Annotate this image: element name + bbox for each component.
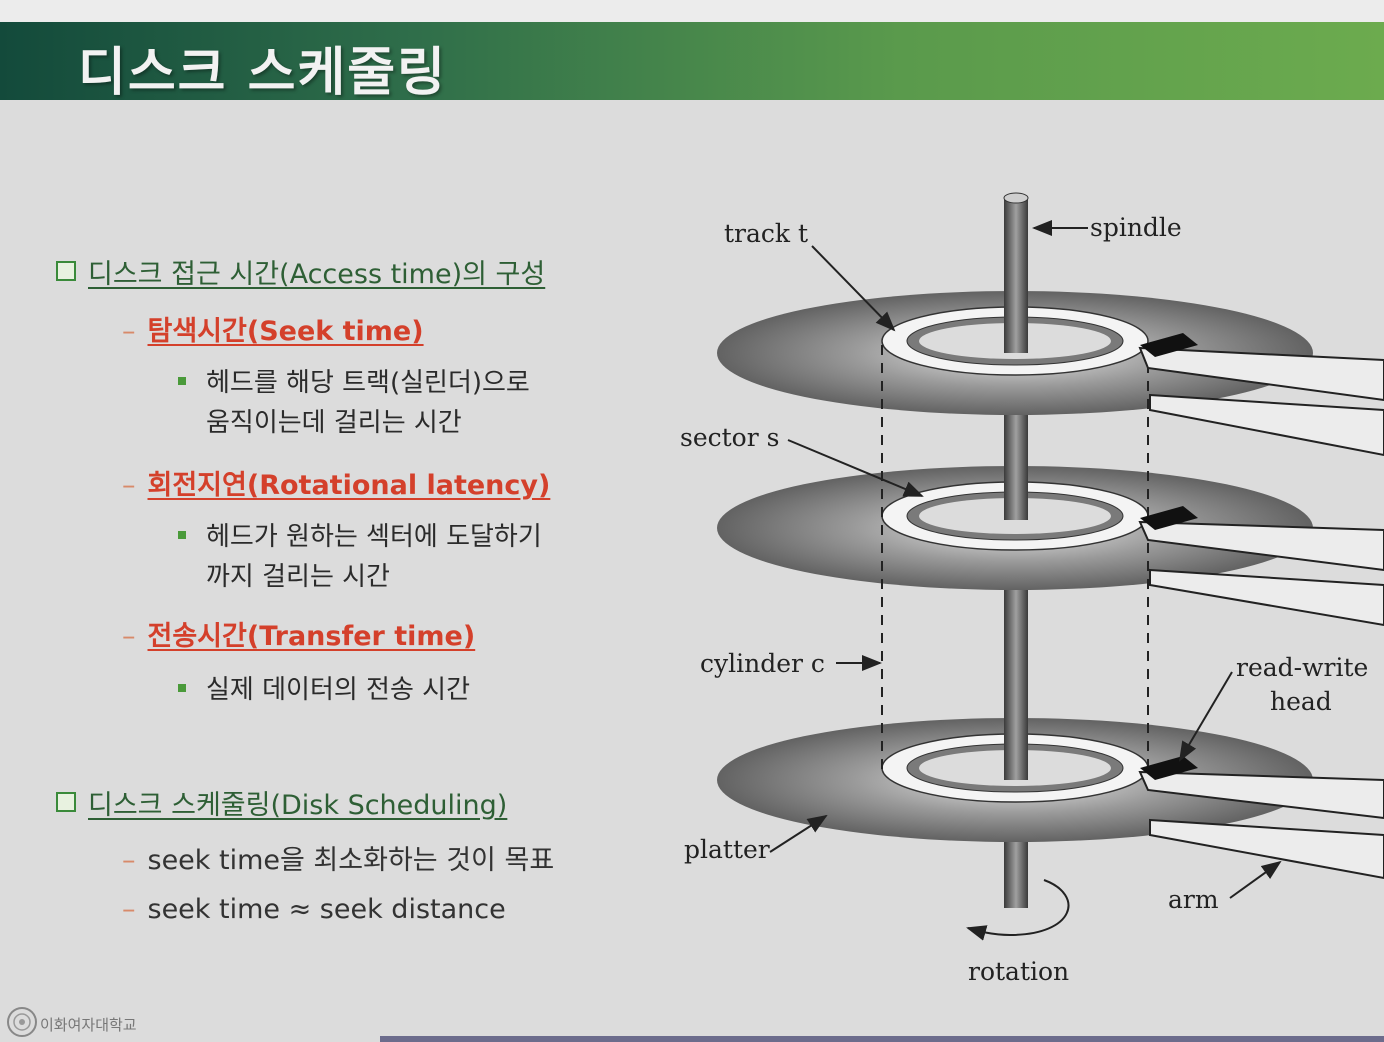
dash-bullet-icon: –	[122, 470, 136, 501]
platter-arrow-icon	[769, 814, 828, 853]
spindle-upper-mid	[1004, 400, 1028, 520]
sched-goal-text: seek time을 최소화하는 것이 목표	[147, 845, 555, 876]
disk-scheduling-text: 디스크 스케줄링(Disk Scheduling)	[88, 790, 508, 821]
square-bullet-icon	[56, 261, 76, 281]
footer: 이화여자대학교	[0, 1004, 400, 1042]
rot-desc-line2: 까지 걸리는 시간	[206, 562, 390, 592]
track-arrow-icon	[811, 245, 896, 332]
rotational-latency-heading: –회전지연(Rotational latency)	[122, 463, 550, 502]
seek-time-desc: 헤드를 해당 트랙(실린더)으로 움직이는데 걸리는 시간	[178, 363, 530, 443]
green-bullet-icon	[178, 377, 186, 385]
top-strip	[0, 0, 1384, 22]
rotation-label: rotation	[968, 957, 1069, 986]
head-arrow-icon	[1178, 671, 1233, 762]
spindle-mid	[1004, 570, 1028, 780]
sector-label: sector s	[680, 423, 779, 452]
arm-label: arm	[1168, 885, 1219, 914]
read-write-label-line2: head	[1270, 687, 1332, 716]
read-write-label-line1: read-write	[1236, 653, 1368, 682]
arm-arrow-icon	[1229, 860, 1282, 899]
spindle-label: spindle	[1090, 213, 1182, 242]
university-seal-icon	[7, 1007, 37, 1037]
access-time-text: 디스크 접근 시간(Access time)의 구성	[88, 259, 546, 290]
seek-desc-line1: 헤드를 해당 트랙(실린더)으로	[206, 368, 530, 398]
slide-text: 디스크 접근 시간(Access time)의 구성 –탐색시간(Seek ti…	[0, 0, 680, 1042]
transfer-desc-line: 실제 데이터의 전송 시간	[206, 675, 470, 705]
bottom-line	[380, 1036, 1384, 1042]
rotation-arrow-icon	[966, 879, 1070, 941]
dash-bullet-icon: –	[122, 845, 136, 876]
green-bullet-icon	[178, 684, 186, 692]
seek-desc-line2: 움직이는데 걸리는 시간	[206, 408, 462, 438]
seek-time-text: 탐색시간(Seek time)	[147, 316, 424, 347]
spindle-top	[1004, 198, 1028, 353]
dash-bullet-icon: –	[122, 894, 136, 925]
rotational-latency-desc: 헤드가 원하는 섹터에 도달하기 까지 걸리는 시간	[178, 517, 542, 597]
sched-goal: –seek time을 최소화하는 것이 목표	[122, 838, 554, 877]
title-bar: 디스크 스케줄링	[0, 22, 1384, 103]
dash-bullet-icon: –	[122, 621, 136, 652]
sched-seek-distance: –seek time ≈ seek distance	[122, 894, 506, 925]
dash-bullet-icon: –	[122, 316, 136, 347]
transfer-time-heading: –전송시간(Transfer time)	[122, 614, 475, 653]
square-bullet-icon	[56, 792, 76, 812]
rot-desc-line1: 헤드가 원하는 섹터에 도달하기	[206, 522, 542, 552]
access-time-heading: 디스크 접근 시간(Access time)의 구성	[56, 252, 545, 291]
track-label: track t	[724, 219, 808, 248]
seek-time-heading: –탐색시간(Seek time)	[122, 309, 424, 348]
green-bullet-icon	[178, 531, 186, 539]
disk-scheduling-heading: 디스크 스케줄링(Disk Scheduling)	[56, 783, 507, 822]
sector-arrow-icon	[787, 439, 924, 497]
rotational-latency-text: 회전지연(Rotational latency)	[147, 470, 551, 501]
cylinder-label: cylinder c	[700, 649, 825, 678]
platter-label: platter	[684, 835, 770, 864]
transfer-time-text: 전송시간(Transfer time)	[147, 621, 476, 652]
university-name: 이화여자대학교	[40, 1016, 137, 1034]
transfer-time-desc: 실제 데이터의 전송 시간	[178, 670, 470, 710]
slide-title: 디스크 스케줄링	[78, 43, 447, 103]
read-write-heads	[1140, 333, 1198, 780]
sched-seek-distance-text: seek time ≈ seek distance	[147, 894, 506, 925]
arm-assembly	[1138, 346, 1384, 880]
